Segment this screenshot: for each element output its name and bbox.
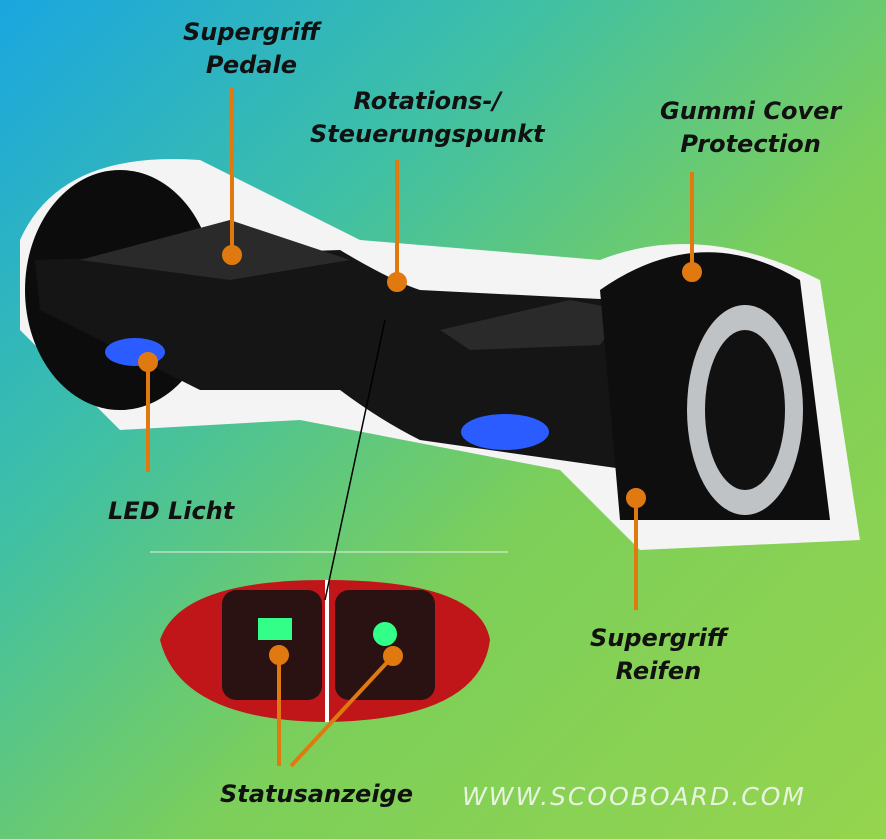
- label-statusanzeige: Statusanzeige: [220, 780, 414, 808]
- label-rotationspunkt: Rotations-/ Steuerungspunkt: [310, 87, 545, 148]
- label-supergriff-pedale: Supergriff Pedale: [183, 18, 320, 79]
- right-pedal: [440, 300, 625, 350]
- watermark: WWW.SCOOBOARD.COM: [462, 782, 806, 811]
- rim-spokes: [705, 330, 785, 490]
- left-pedal: [80, 220, 350, 280]
- led-right: [461, 414, 549, 450]
- board-body: [35, 250, 630, 470]
- callout-lines: [138, 88, 702, 768]
- power-indicator: [373, 622, 397, 646]
- battery-indicator: [258, 618, 292, 640]
- label-led-licht: LED Licht: [108, 497, 235, 525]
- label-supergriff-reifen: Supergriff Reifen: [590, 624, 727, 685]
- label-gummi-cover: Gummi Cover Protection: [660, 97, 842, 158]
